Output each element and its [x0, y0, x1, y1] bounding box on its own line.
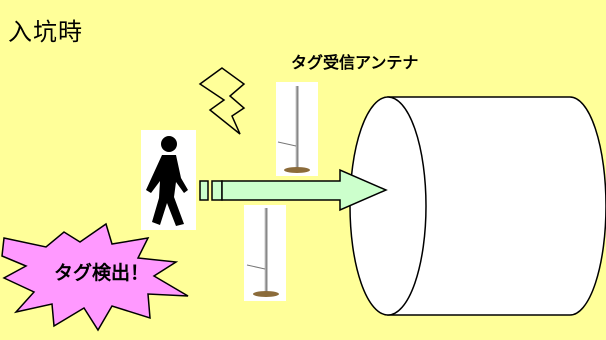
- starburst-icon: [1, 222, 189, 332]
- lightning-bolt-icon: [198, 67, 246, 135]
- antenna-pole-icon: [276, 82, 318, 176]
- tag-detected-label: タグ検出！: [54, 262, 150, 284]
- tunnel-cylinder-icon: [349, 96, 606, 316]
- page-title: 入坑時: [8, 18, 83, 46]
- walking-person-icon: [141, 130, 196, 230]
- antenna-pole-icon: [244, 205, 286, 301]
- antenna-label: タグ受信アンテナ: [291, 53, 419, 72]
